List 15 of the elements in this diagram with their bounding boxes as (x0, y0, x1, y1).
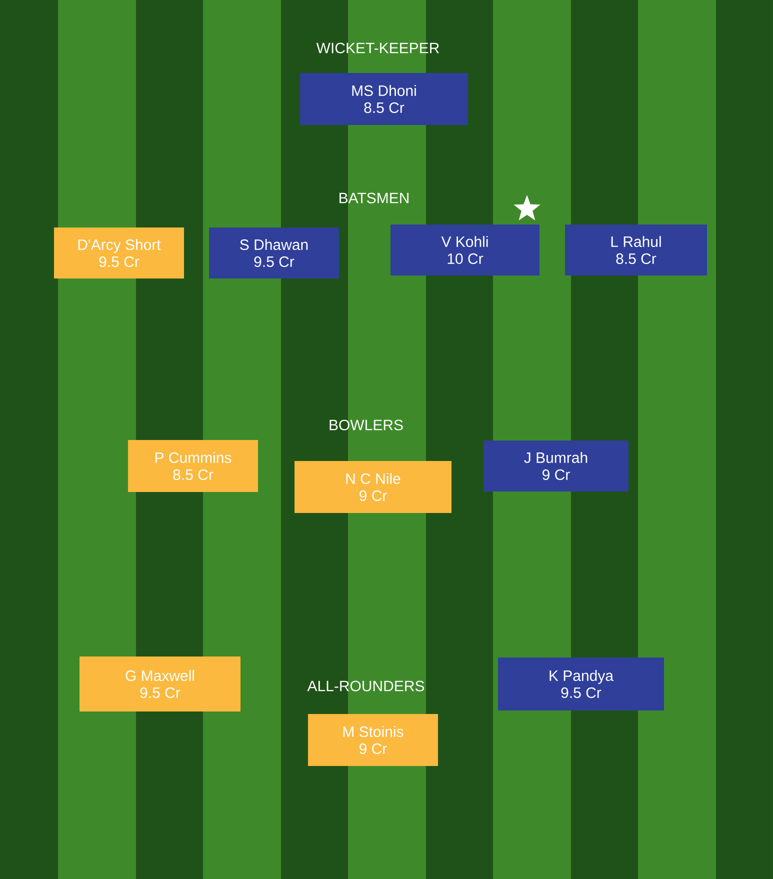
section-heading: BOWLERS (330, 420, 403, 430)
player-box: MS Dhoni 8.5 Cr (300, 73, 468, 125)
section-heading: WICKET-KEEPER (316, 42, 439, 54)
section-heading: ALL-ROUNDERS (307, 680, 424, 692)
player-box: L Rahul 8.5 Cr (565, 224, 707, 276)
player-box: P Cummins 8.5 Cr (128, 440, 258, 492)
player-box: N C Nile 9 Cr (294, 461, 452, 513)
player-box: J Bumrah 9 Cr (484, 440, 628, 492)
player-box: S Dhawan 9.5 Cr (209, 228, 339, 278)
player-box: V Kohli 10 Cr (390, 224, 540, 276)
section-heading: BATSMEN (340, 192, 408, 204)
player-box: K Pandya 9.5 Cr (498, 658, 664, 710)
player-box: D'Arcy Short 9.5 Cr (54, 228, 184, 278)
player-box: M Stoinis 9 Cr (308, 714, 438, 766)
player-box: G Maxwell 9.5 Cr (80, 656, 240, 712)
